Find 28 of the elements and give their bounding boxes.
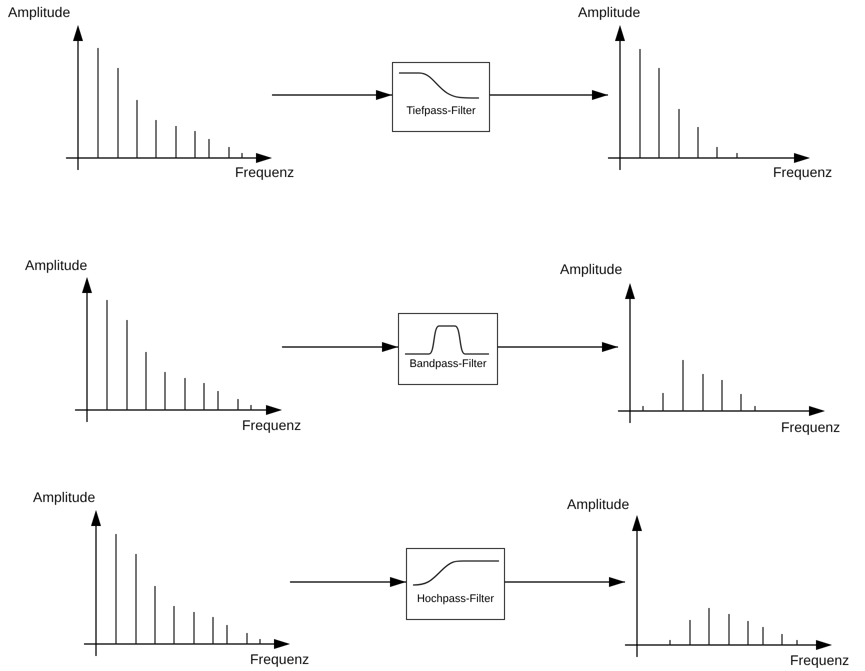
axis-label: Amplitude: [578, 4, 640, 20]
axis-label: Frequenz: [242, 417, 302, 433]
arrow: [282, 342, 398, 352]
spectrum-drawing: [618, 283, 825, 423]
arrow: [498, 342, 618, 352]
filter-box: [398, 313, 498, 385]
axis-label: Amplitude: [560, 261, 622, 277]
axis-label: Amplitude: [8, 4, 70, 20]
arrow: [505, 577, 625, 587]
filter-label: Hochpass-Filter: [416, 593, 496, 605]
filter-label: Bandpass-Filter: [408, 358, 488, 370]
spectrum-drawing: [75, 277, 282, 422]
axis-label: Amplitude: [25, 257, 88, 273]
filter-box: [406, 548, 505, 620]
spectrum-drawing: [625, 515, 832, 657]
axis-label: Frequenz: [250, 651, 310, 667]
axis-label: Amplitude: [567, 496, 630, 512]
arrow: [272, 90, 392, 100]
axis-label: Frequenz: [235, 164, 294, 180]
axis-label: Frequenz: [781, 419, 840, 435]
axis-label: Frequenz: [773, 164, 832, 180]
axis-label: Frequenz: [790, 652, 850, 668]
arrow: [490, 90, 608, 100]
arrow: [290, 577, 406, 587]
filter-box: [392, 62, 490, 132]
filter-label: Tiefpass-Filter: [405, 105, 477, 117]
spectrum-drawing: [84, 510, 290, 656]
axis-label: Amplitude: [33, 489, 96, 505]
